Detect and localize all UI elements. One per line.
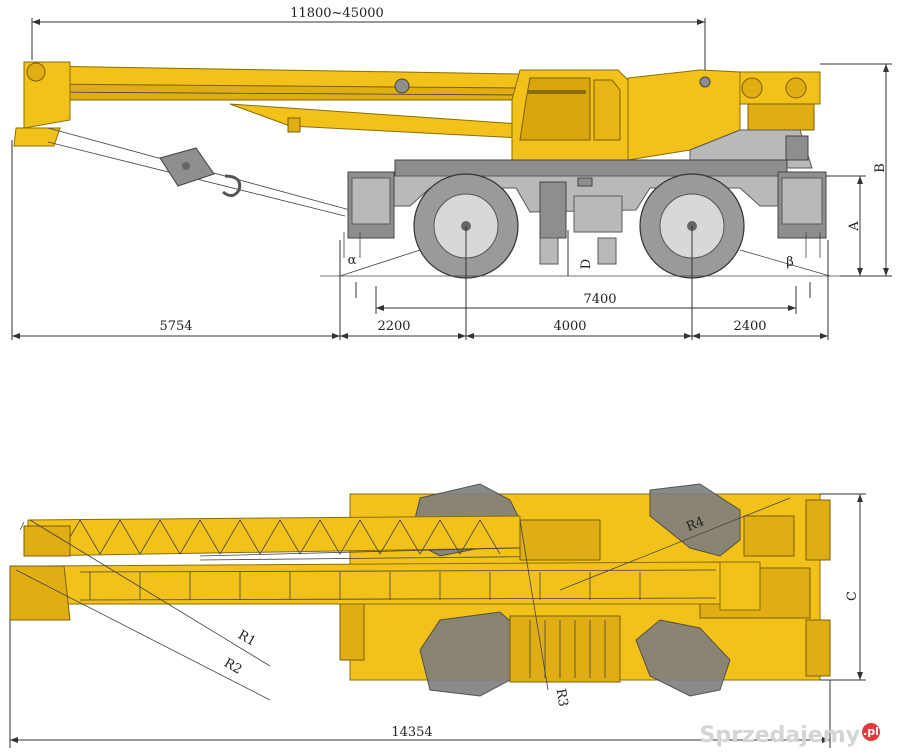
watermark-brand: Sprzedajemy: [699, 723, 861, 748]
approach-angle-label: α: [348, 253, 357, 268]
radius-R3-label: R3: [553, 688, 571, 708]
ground-clearance-label: D: [579, 259, 594, 269]
boom-length-label: 11800~45000: [290, 6, 384, 21]
watermark-badge: .pl: [862, 723, 880, 741]
top-view: R1 R2 R3 R4 C 14354: [9, 483, 866, 748]
width-C-label: C: [845, 591, 860, 601]
lattice-jib: [19, 515, 601, 561]
turning-radii: R1 R2 R3 R4: [15, 497, 791, 708]
outrigger-span-dimension: 7400: [355, 282, 811, 314]
rear-overhang-label: 5754: [159, 319, 192, 334]
radius-R2-label: R2: [221, 656, 244, 678]
wheelbase-label: 4000: [553, 319, 586, 334]
overall-length-label: 14354: [391, 725, 432, 740]
hook-block: [47, 127, 351, 217]
operator-cab: [511, 69, 629, 161]
outrigger-span-label: 7400: [583, 292, 616, 307]
height-A-label: A: [847, 221, 862, 232]
departure-angle-label: β: [786, 255, 794, 270]
watermark: Sprzedajemy.pl: [699, 723, 880, 748]
width-C-dimension: C: [820, 493, 866, 681]
side-view: 11800~45000: [11, 6, 892, 340]
height-B-label: B: [873, 163, 888, 173]
main-boom-top: [9, 561, 761, 621]
height-dimensions: A B: [820, 63, 892, 277]
front-overhang-label: 2200: [377, 319, 410, 334]
radius-R1-label: R1: [235, 628, 258, 650]
rear-overhang2-label: 2400: [733, 319, 766, 334]
boom-length-dimension: 11800~45000: [31, 6, 706, 78]
telescopic-boom: [13, 61, 521, 147]
ground-and-angles: α β D: [320, 230, 840, 277]
ladder-deck: [509, 615, 621, 683]
superstructure: [627, 69, 821, 169]
radius-R4-label: R4: [684, 514, 706, 535]
length-dimension-chain: 5754 2200 4000 2400: [11, 140, 829, 340]
overall-length-dimension: 14354: [9, 620, 831, 748]
